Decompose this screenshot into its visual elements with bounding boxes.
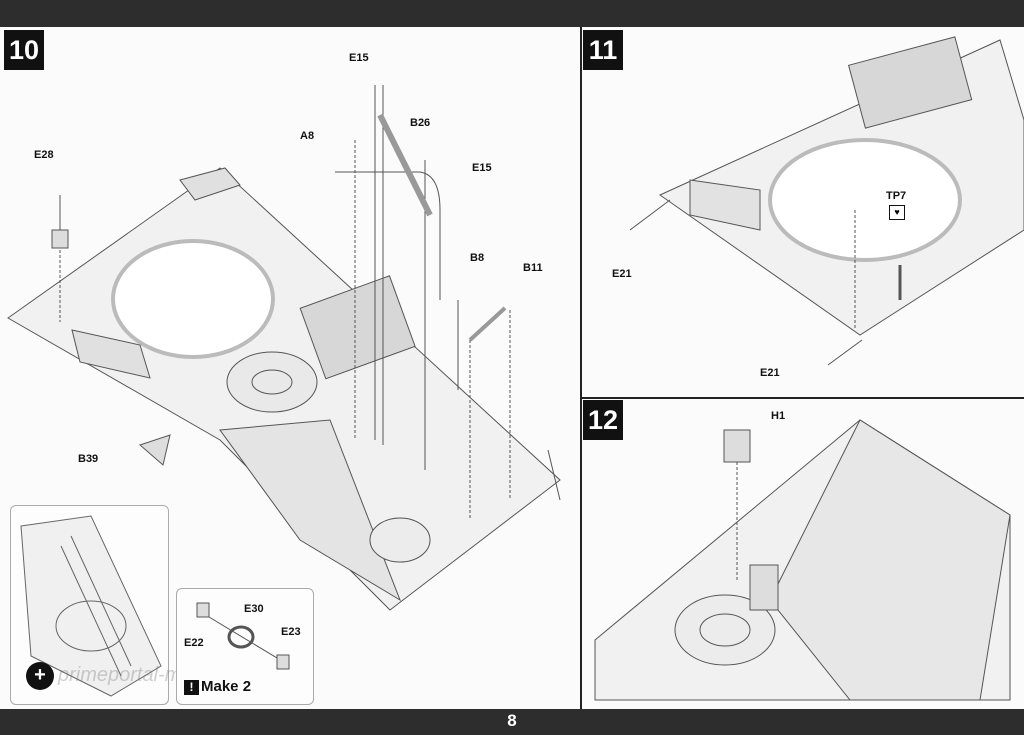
bottom-bar — [0, 709, 1024, 735]
part-label-e23: E23 — [281, 626, 301, 638]
step-number-12: 12 — [583, 400, 623, 440]
part-label-e15-right: E15 — [472, 162, 492, 174]
part-label-e28: E28 — [34, 149, 54, 161]
engine-grille — [299, 275, 416, 380]
zoom-inset-drawing — [20, 515, 162, 697]
part-label-e22: E22 — [184, 637, 204, 649]
part-label-b11: B11 — [523, 262, 543, 274]
part-label-e15-top: E15 — [349, 52, 369, 64]
part-label-e21-bottom: E21 — [760, 367, 780, 379]
page-number: 8 — [507, 711, 517, 730]
warning-icon: ! — [184, 680, 199, 695]
turret-ring-step11 — [768, 138, 962, 262]
step-number-11: 11 — [583, 30, 623, 70]
part-label-h1: H1 — [771, 410, 786, 422]
part-label-b8: B8 — [470, 252, 485, 264]
part-label-tp7: TP7 — [886, 190, 907, 202]
step-number-10: 10 — [4, 30, 44, 70]
part-label-b26: B26 — [410, 117, 431, 129]
detail-inset-drawing — [196, 602, 290, 670]
top-bar — [0, 0, 1024, 27]
make-note: !Make 2 — [184, 678, 251, 695]
detail-inset — [176, 588, 314, 705]
part-label-e30: E30 — [244, 603, 264, 615]
glue-icon: ♥ — [889, 205, 905, 220]
magnifier-plus-icon: + — [26, 662, 54, 690]
part-label-b39: B39 — [78, 453, 99, 465]
panel-divider-vertical — [580, 27, 582, 709]
make-text: Make 2 — [201, 678, 252, 695]
panel-divider-horizontal — [580, 397, 1024, 399]
part-label-e21-left: E21 — [612, 268, 632, 280]
part-label-a8: A8 — [300, 130, 315, 142]
turret-ring — [111, 239, 275, 359]
